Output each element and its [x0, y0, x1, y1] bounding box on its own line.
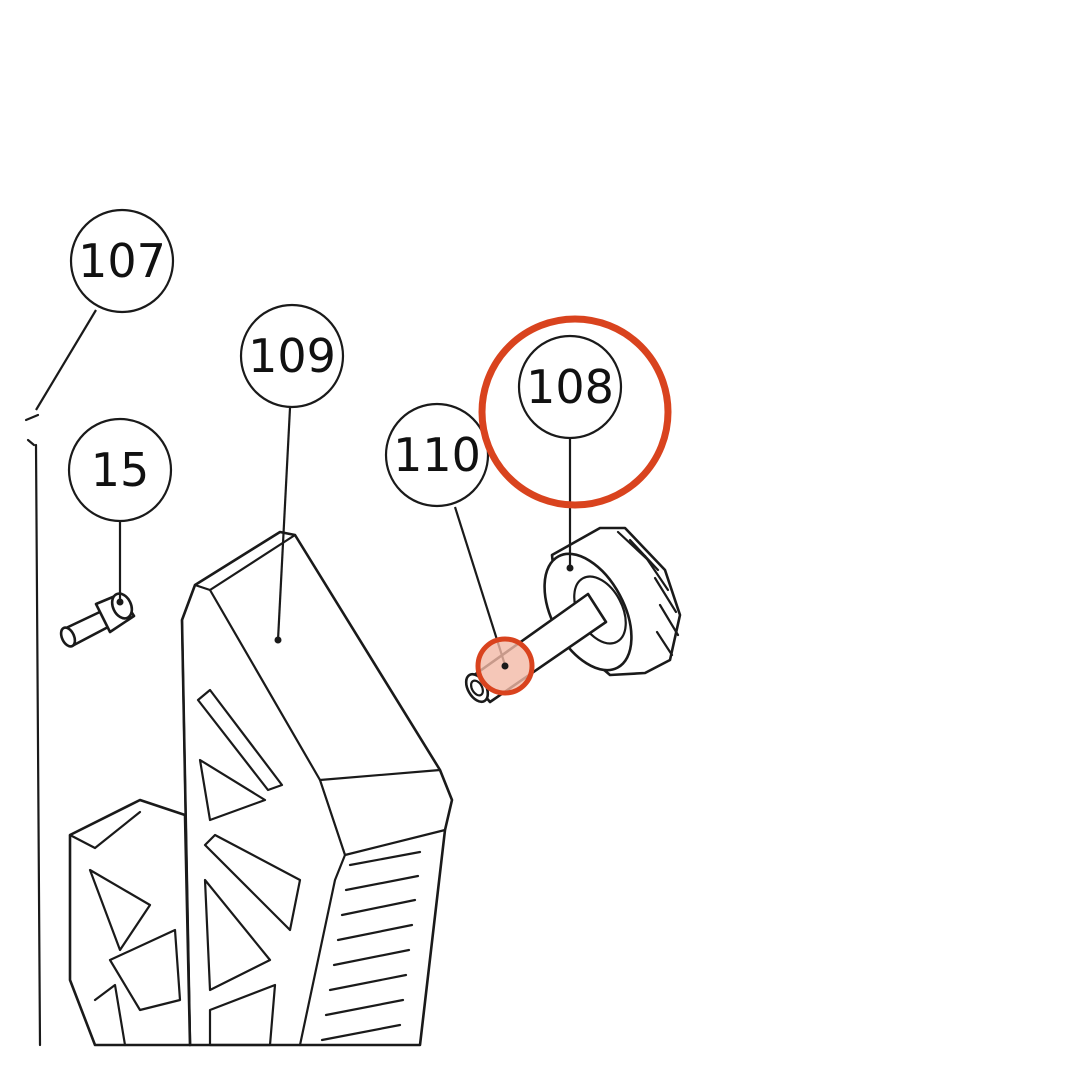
callout-110-label: 110 [393, 428, 481, 482]
callout-107: 107 [69, 208, 175, 314]
callout-108-label: 108 [526, 360, 614, 414]
part-107-plate [24, 413, 42, 1047]
callout-109: 109 [239, 303, 345, 409]
leader-109 [276, 407, 292, 641]
part-15-pin [59, 592, 136, 648]
part-109-handle [68, 530, 454, 1047]
callout-15: 15 [67, 417, 173, 523]
highlight-ring-108 [478, 315, 672, 509]
callout-109-label: 109 [248, 329, 336, 383]
callout-110: 110 [384, 402, 490, 508]
callout-15-label: 15 [91, 443, 150, 497]
callout-108: 108 [517, 334, 623, 440]
leader-107 [35, 309, 97, 411]
leader-dots [116, 564, 574, 644]
callout-107-label: 107 [78, 234, 166, 288]
